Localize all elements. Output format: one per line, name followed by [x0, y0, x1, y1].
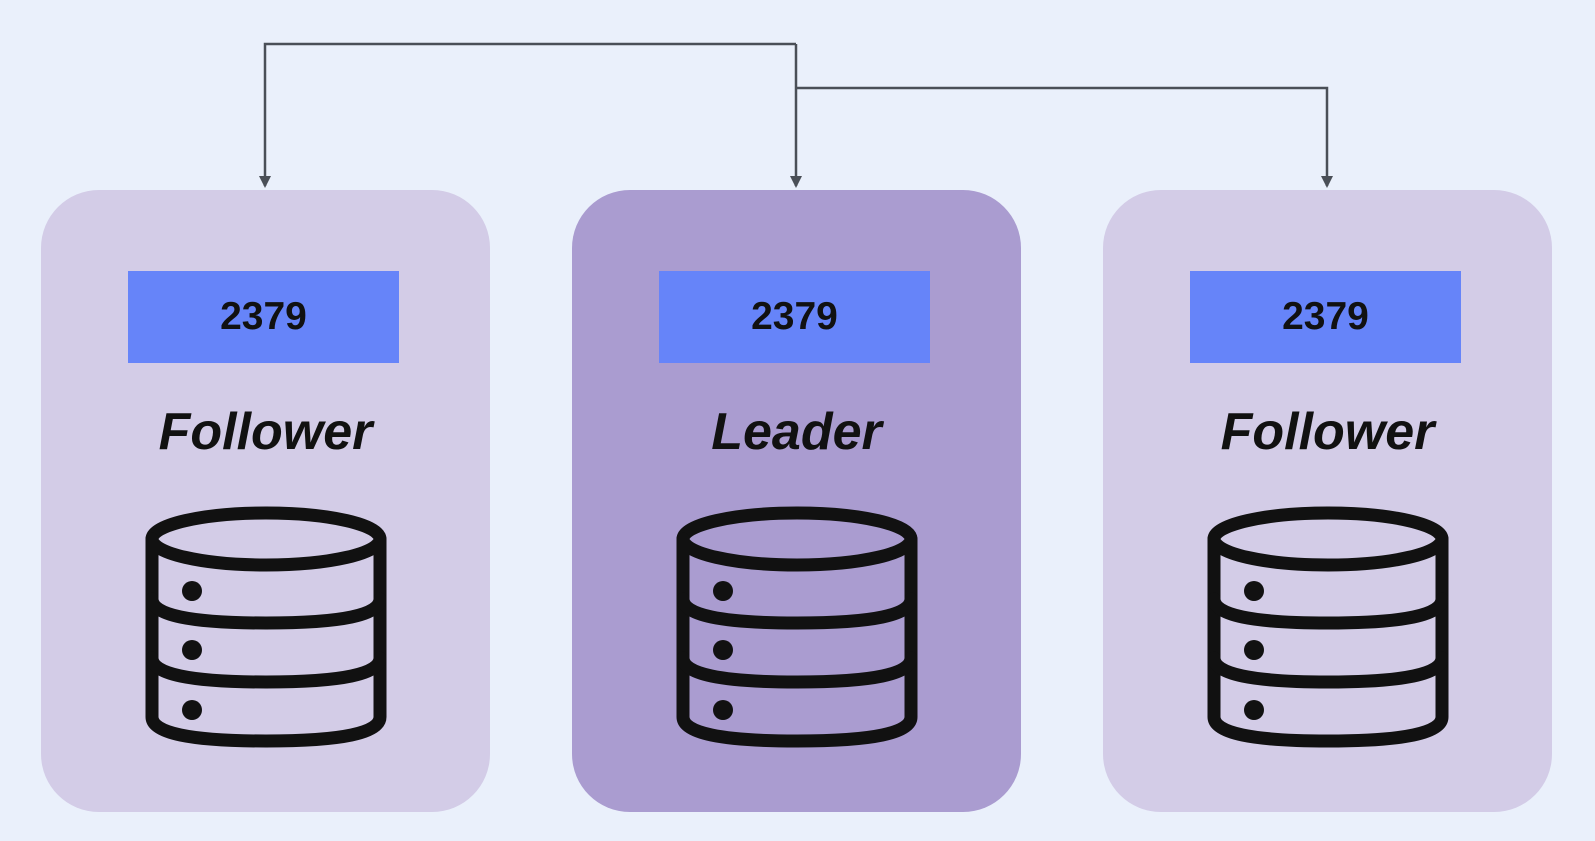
follower-node-left: 2379 Follower [41, 190, 490, 812]
database-icon [676, 506, 918, 748]
port-badge: 2379 [1190, 271, 1461, 363]
port-badge: 2379 [128, 271, 399, 363]
port-badge: 2379 [659, 271, 930, 363]
connector-to-left-follower [259, 42, 796, 188]
role-label: Leader [711, 403, 882, 461]
role-label: Follower [1220, 403, 1435, 461]
follower-node-right: 2379 Follower [1103, 190, 1552, 812]
connector-to-right-follower [796, 86, 1333, 188]
database-icon [1207, 506, 1449, 748]
role-label: Follower [158, 403, 373, 461]
database-icon [145, 506, 387, 748]
leader-node: 2379 Leader [572, 190, 1021, 812]
